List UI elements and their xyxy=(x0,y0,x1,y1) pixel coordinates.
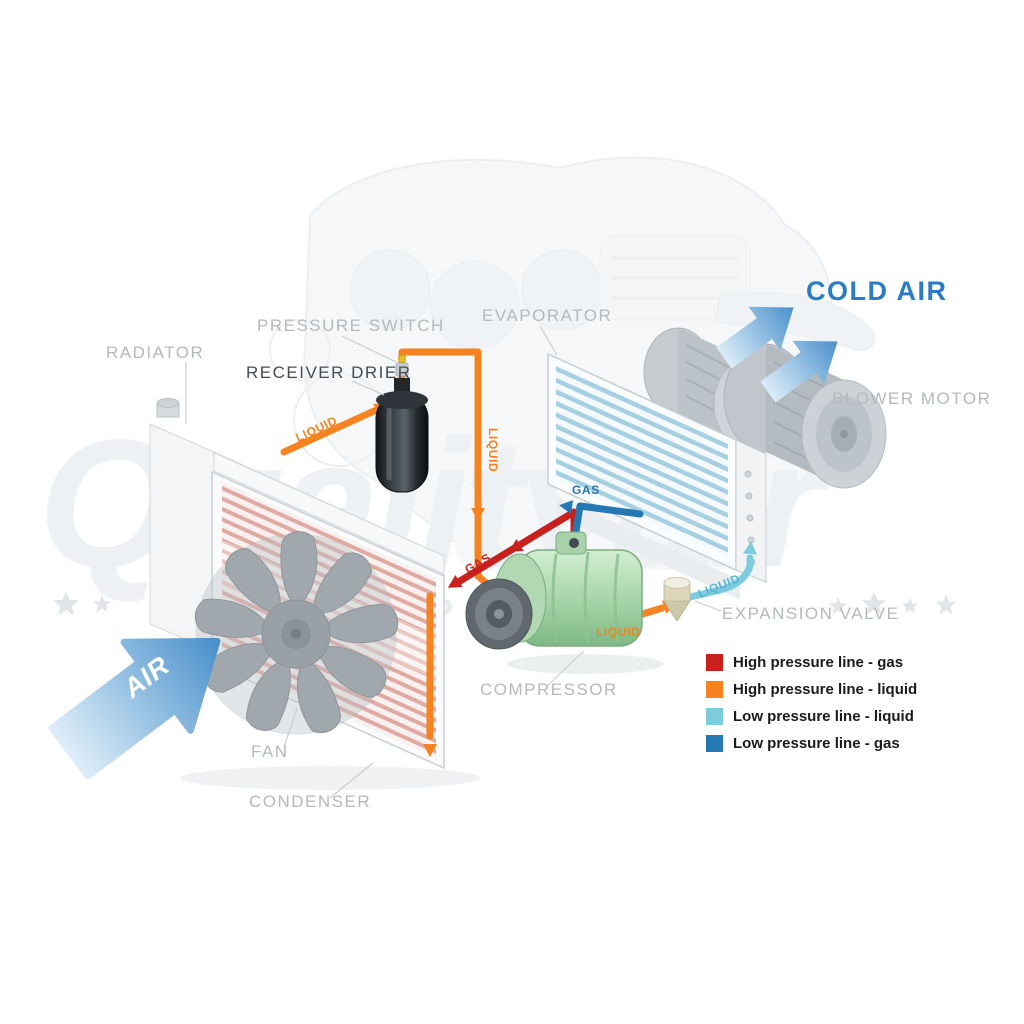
blower-drum2-center xyxy=(840,430,848,438)
liquid-label-drier-down: LIQUID xyxy=(486,428,500,472)
compressor-shadow xyxy=(507,654,663,674)
pressure-switch-indicator xyxy=(398,355,406,363)
radiator-shadow xyxy=(180,766,480,790)
plate-hole xyxy=(744,470,752,478)
pipe-evaporator-to-compressor xyxy=(570,502,644,548)
fan-label: FAN xyxy=(251,742,289,761)
engine-detail-circle xyxy=(349,249,431,331)
legend-swatch-hp-gas xyxy=(706,654,723,671)
cold-air-label: COLD AIR xyxy=(806,276,948,306)
legend-label-lp-gas: Low pressure line - gas xyxy=(733,735,900,752)
receiver-drier-label: RECEIVER DRIER xyxy=(246,363,412,382)
engine-detail-circle xyxy=(430,260,520,350)
compressor-label: COMPRESSOR xyxy=(480,680,618,699)
compressor-port xyxy=(569,538,579,548)
receiver-drier xyxy=(375,355,429,493)
legend-label-lp-liquid: Low pressure line - liquid xyxy=(733,708,914,725)
evaporator-label: EVAPORATOR xyxy=(482,306,612,325)
plate-hole xyxy=(746,514,754,522)
compressor-rib xyxy=(551,553,558,643)
air-inlet-arrow xyxy=(48,637,221,780)
fan-hub-center xyxy=(291,629,301,639)
legend-label-hp-gas: High pressure line - gas xyxy=(733,654,903,671)
component-labels: RADIATOR PRESSURE SWITCH RECEIVER DRIER … xyxy=(106,306,991,811)
pipe-valve-to-evaporator xyxy=(682,554,754,602)
evaporator-fins xyxy=(556,364,728,558)
cold-air-arrow xyxy=(760,340,838,403)
evaporator-tray xyxy=(556,496,740,600)
compressor-clutch-center xyxy=(494,609,504,619)
compressor-rib xyxy=(583,551,590,645)
compressor xyxy=(465,531,663,674)
plate-hole xyxy=(745,492,753,500)
leader-evaporator xyxy=(539,325,558,356)
pressure-switch-label: PRESSURE SWITCH xyxy=(257,316,445,335)
valve-cap xyxy=(663,577,691,589)
expansion-valve-label: EXPANSION VALVE xyxy=(722,604,899,623)
pipe-labels: LIQUID LIQUID LIQUID LIQUID GAS GAS xyxy=(293,413,742,639)
legend-swatch-hp-liquid xyxy=(706,681,723,698)
compressor-rib xyxy=(613,553,620,643)
legend-swatch-lp-liquid xyxy=(706,708,723,725)
leader-pressure-switch xyxy=(341,335,397,363)
drier-top-cap xyxy=(376,391,428,409)
gas-label-evaporator-to-compressor: GAS xyxy=(572,483,600,497)
leader-blower-motor xyxy=(805,395,832,427)
legend: High pressure line - gas High pressure l… xyxy=(706,654,917,752)
blower-motor-label: BLOWER MOTOR xyxy=(832,389,991,408)
engine-detail-ring xyxy=(269,319,331,381)
leader-receiver-drier xyxy=(351,380,385,396)
leader-fan xyxy=(283,707,298,748)
legend-label-hp-liquid: High pressure line - liquid xyxy=(733,681,917,698)
fan xyxy=(192,531,401,738)
leader-expansion-valve xyxy=(694,600,722,612)
cold-air-arrow xyxy=(716,306,794,369)
leader-lines xyxy=(185,325,832,799)
expansion-valve xyxy=(663,577,691,622)
radiator-filler-cap xyxy=(156,398,180,408)
pipe-condenser-to-drier xyxy=(280,407,378,456)
evaporator-end-plate xyxy=(735,439,767,583)
condenser-label: CONDENSER xyxy=(249,792,371,811)
leader-condenser xyxy=(329,762,374,799)
leader-compressor xyxy=(545,650,585,688)
legend-swatch-lp-gas xyxy=(706,735,723,752)
evaporator xyxy=(547,352,767,600)
radiator-label: RADIATOR xyxy=(106,343,204,362)
low-pressure-liquid-line xyxy=(682,554,754,602)
liquid-label-to-valve: LIQUID xyxy=(596,625,640,639)
low-pressure-gas-line xyxy=(570,502,644,548)
